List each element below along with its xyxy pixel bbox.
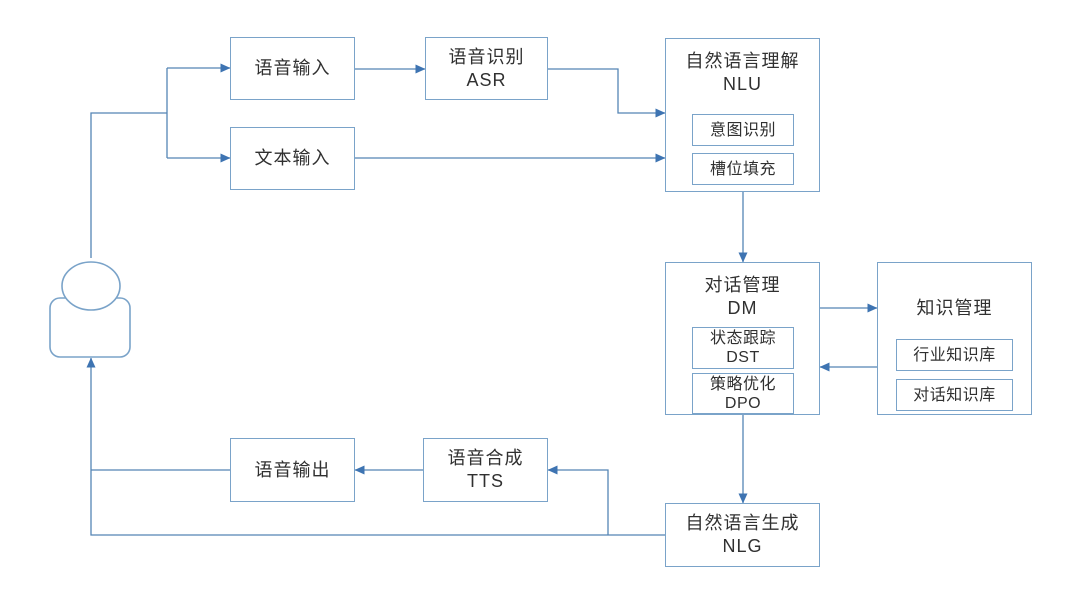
node-voice-input-label: 语音输入 — [254, 58, 331, 78]
node-dm: 对话管理 DM 状态跟踪 DST 策略优化 DPO — [665, 262, 820, 415]
node-dm-state-tracking: 状态跟踪 DST — [692, 327, 794, 369]
node-dm-label: 对话管理 — [704, 275, 781, 295]
node-nlg-abbr: NLG — [722, 536, 763, 556]
node-knowledge-dialog-kb: 对话知识库 — [896, 379, 1013, 411]
node-tts-label: 语音合成 — [447, 448, 524, 468]
node-dm-policy-optimization-label: 策略优化 — [709, 375, 776, 393]
node-tts-abbr: TTS — [467, 471, 504, 491]
node-knowledge-title: 知识管理 — [917, 297, 993, 320]
node-knowledge-label: 知识管理 — [916, 298, 993, 318]
node-text-input: 文本输入 — [230, 127, 355, 190]
node-knowledge: 知识管理 行业知识库 对话知识库 — [877, 262, 1032, 415]
node-asr: 语音识别 ASR — [425, 37, 548, 100]
node-knowledge-industry-kb: 行业知识库 — [896, 339, 1013, 371]
node-text-input-label: 文本输入 — [254, 148, 331, 168]
node-dm-state-tracking-label: 状态跟踪 — [709, 330, 776, 347]
edge-nlg-tts — [547, 465, 609, 535]
person-head — [61, 261, 121, 311]
node-tts: 语音合成 TTS — [423, 438, 548, 502]
node-nlu-slot-filling-label: 槽位填充 — [709, 160, 776, 178]
node-dm-abbr: DM — [727, 298, 758, 318]
node-dm-state-tracking-abbr: DST — [726, 349, 760, 366]
edge-nlg-user — [86, 357, 665, 536]
node-nlu-slot-filling: 槽位填充 — [692, 153, 794, 185]
node-asr-label: 语音识别 — [448, 46, 525, 67]
node-nlu: 自然语言理解 NLU 意图识别 槽位填充 — [665, 38, 820, 192]
node-dm-policy-optimization: 策略优化 DPO — [692, 373, 794, 414]
node-asr-abbr: ASR — [466, 69, 507, 90]
node-voice-output-label: 语音输出 — [254, 459, 331, 480]
node-dm-title: 对话管理 DM — [705, 274, 781, 320]
edge-user-trunk — [90, 112, 167, 258]
person-icon — [49, 261, 131, 358]
node-nlu-title: 自然语言理解 NLU — [686, 50, 800, 96]
person-body — [49, 297, 131, 358]
node-nlu-intent-recognition-label: 意图识别 — [709, 121, 776, 139]
node-knowledge-dialog-kb-label: 对话知识库 — [913, 386, 996, 404]
node-dm-policy-optimization-abbr: DPO — [724, 394, 762, 412]
node-nlu-label: 自然语言理解 — [685, 51, 800, 71]
node-knowledge-industry-kb-label: 行业知识库 — [913, 346, 996, 364]
node-nlg: 自然语言生成 NLG — [665, 503, 820, 567]
node-nlu-intent-recognition: 意图识别 — [692, 114, 794, 146]
node-nlu-abbr: NLU — [722, 74, 762, 94]
node-voice-output: 语音输出 — [230, 438, 355, 502]
node-voice-input: 语音输入 — [230, 37, 355, 100]
node-nlg-label: 自然语言生成 — [685, 513, 800, 533]
edge-asr-nlu — [548, 68, 666, 118]
